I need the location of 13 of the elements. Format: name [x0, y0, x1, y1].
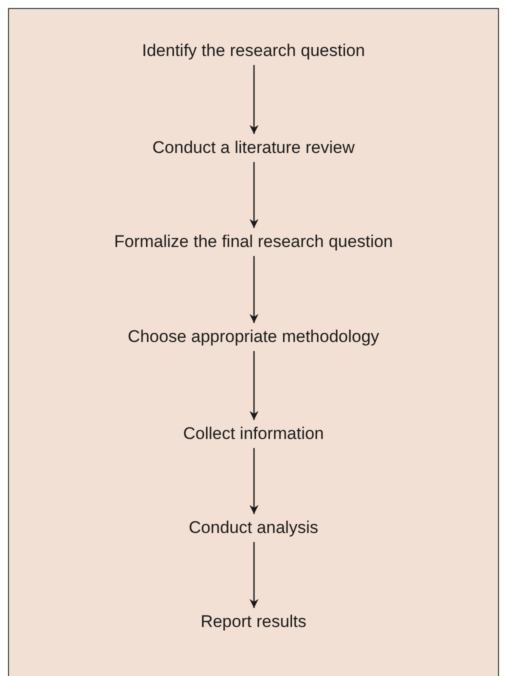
- step-text: Report results: [9, 612, 498, 632]
- step-text: Choose appropriate methodology: [9, 327, 498, 347]
- arrow: [250, 65, 258, 134]
- step-text: Formalize the final research question: [9, 232, 498, 252]
- step-text: Conduct a literature review: [9, 138, 498, 158]
- step-text: Collect information: [9, 424, 498, 444]
- arrow: [250, 162, 258, 228]
- step-text: Identify the research question: [9, 41, 498, 61]
- arrow: [250, 448, 258, 514]
- arrow: [250, 351, 258, 420]
- arrow: [250, 256, 258, 323]
- arrow: [250, 542, 258, 608]
- step-text: Conduct analysis: [9, 518, 498, 538]
